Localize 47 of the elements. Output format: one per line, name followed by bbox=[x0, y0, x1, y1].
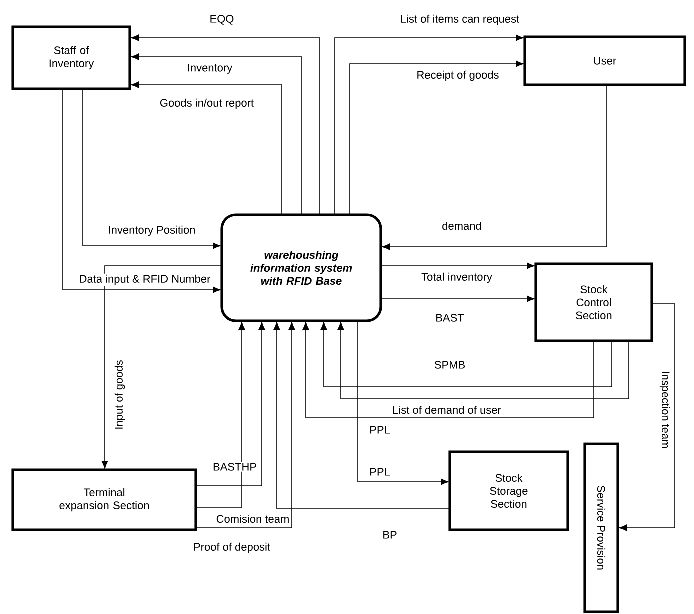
edge-label: Receipt of goods bbox=[416, 70, 500, 82]
entity-box: Terminal expansion Section bbox=[12, 468, 198, 532]
arrow bbox=[82, 88, 221, 250]
entity-box: Staff of Inventory bbox=[12, 26, 132, 90]
entity-box: Stock Control Section bbox=[534, 262, 654, 342]
edge-label: demand bbox=[441, 220, 483, 232]
edge-label: BASTHP bbox=[212, 462, 258, 472]
edge-label: Inspection team bbox=[658, 370, 672, 450]
edge-label: Comision team bbox=[215, 514, 291, 524]
process-box: warehoushing information system with RFID Base bbox=[220, 214, 382, 322]
arrow bbox=[338, 322, 630, 400]
arrow bbox=[196, 322, 246, 508]
arrow bbox=[131, 34, 320, 216]
arrow bbox=[62, 88, 221, 294]
edge-label: Total inventory bbox=[420, 272, 494, 284]
edge-label: Input of goods bbox=[114, 359, 126, 431]
edge-label: SPMB bbox=[433, 360, 467, 370]
edge-label: BP bbox=[382, 530, 398, 540]
arrow bbox=[196, 322, 296, 528]
edge-label: PPL bbox=[368, 467, 392, 477]
edge-label: Inventory bbox=[186, 63, 234, 75]
arrow bbox=[334, 34, 524, 216]
edge-label: PPL bbox=[368, 425, 392, 435]
arrow bbox=[274, 322, 450, 510]
arrow bbox=[358, 320, 449, 486]
arrow bbox=[320, 322, 612, 388]
edge-label: EQQ bbox=[208, 14, 236, 26]
entity-box: User bbox=[524, 36, 686, 86]
edge-label: List of demand of user bbox=[392, 404, 502, 416]
arrow bbox=[619, 304, 676, 532]
edge-label: Data input & RFID Number bbox=[78, 274, 212, 286]
edge-label: Goods in/out report bbox=[158, 98, 256, 110]
entity-box: Service Provision bbox=[584, 442, 620, 614]
arrow bbox=[380, 296, 535, 302]
edge-label: Proof of deposit bbox=[192, 542, 272, 554]
arrow bbox=[302, 322, 594, 418]
arrow bbox=[131, 54, 302, 216]
edge-label: BAST bbox=[434, 313, 466, 323]
arrow bbox=[382, 84, 608, 250]
arrow bbox=[196, 322, 266, 486]
entity-box: Stock Storage Section bbox=[448, 450, 570, 532]
arrow bbox=[380, 262, 535, 270]
arrow bbox=[350, 60, 524, 216]
edge-label: Inventory Position bbox=[107, 224, 197, 238]
arrow bbox=[102, 266, 222, 469]
arrow bbox=[131, 82, 282, 216]
edge-label: List of items can request bbox=[399, 14, 521, 26]
